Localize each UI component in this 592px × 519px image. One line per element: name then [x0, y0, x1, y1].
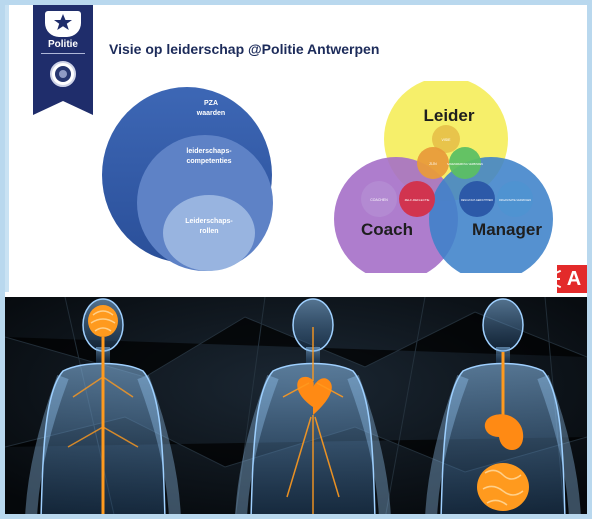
label-left-center: ZIJN [429, 162, 437, 166]
leadership-ellipses: PZA waarden leiderschaps- competenties L… [99, 83, 299, 283]
label-manager-right: ORGANISATIE-VERMOGEN [499, 199, 532, 202]
logo-ray [554, 278, 560, 280]
logo-ray [555, 284, 561, 288]
anatomy-image [5, 297, 587, 519]
leadership-venn-diagram: VISIE ZIJN SAMENWERKING VERBINDEN COACHE… [331, 81, 561, 273]
logo-ray [555, 270, 561, 274]
manager-label: Manager [472, 220, 542, 239]
label-coach-center: ZELF-REFLECTIE [405, 198, 430, 202]
label-right-center: SAMENWERKING VERBINDEN [447, 163, 483, 166]
anatomy-illustration [5, 297, 587, 519]
inner-label-line2: rollen [199, 228, 218, 235]
outer-label-line1: PZA [204, 100, 218, 107]
politie-badge: Politie [33, 5, 93, 101]
coach-label: Coach [361, 220, 413, 239]
label-manager-center: RESULTAAT-GERICHTHEID [461, 199, 493, 202]
slide-title: Visie op leiderschap @Politie Antwerpen [109, 41, 379, 57]
police-star-icon [45, 11, 81, 37]
badge-divider [41, 53, 85, 54]
leader-label: Leider [423, 106, 474, 125]
middle-label-line1: leiderschaps- [186, 148, 232, 155]
emblem-icon [50, 61, 76, 87]
antwerpen-logo-letter: A [567, 268, 581, 290]
label-top: VISIE [442, 138, 452, 142]
middle-label-line2: competenties [186, 158, 231, 165]
label-coach-left: COACHEN [370, 198, 388, 202]
slide: Politie Visie op leiderschap @Politie An… [5, 5, 587, 292]
inner-label-line1: Leiderschaps- [185, 218, 233, 225]
antwerpen-logo: A [557, 265, 591, 293]
outer-label-line2: waarden [196, 110, 225, 117]
badge-label: Politie [33, 39, 93, 50]
